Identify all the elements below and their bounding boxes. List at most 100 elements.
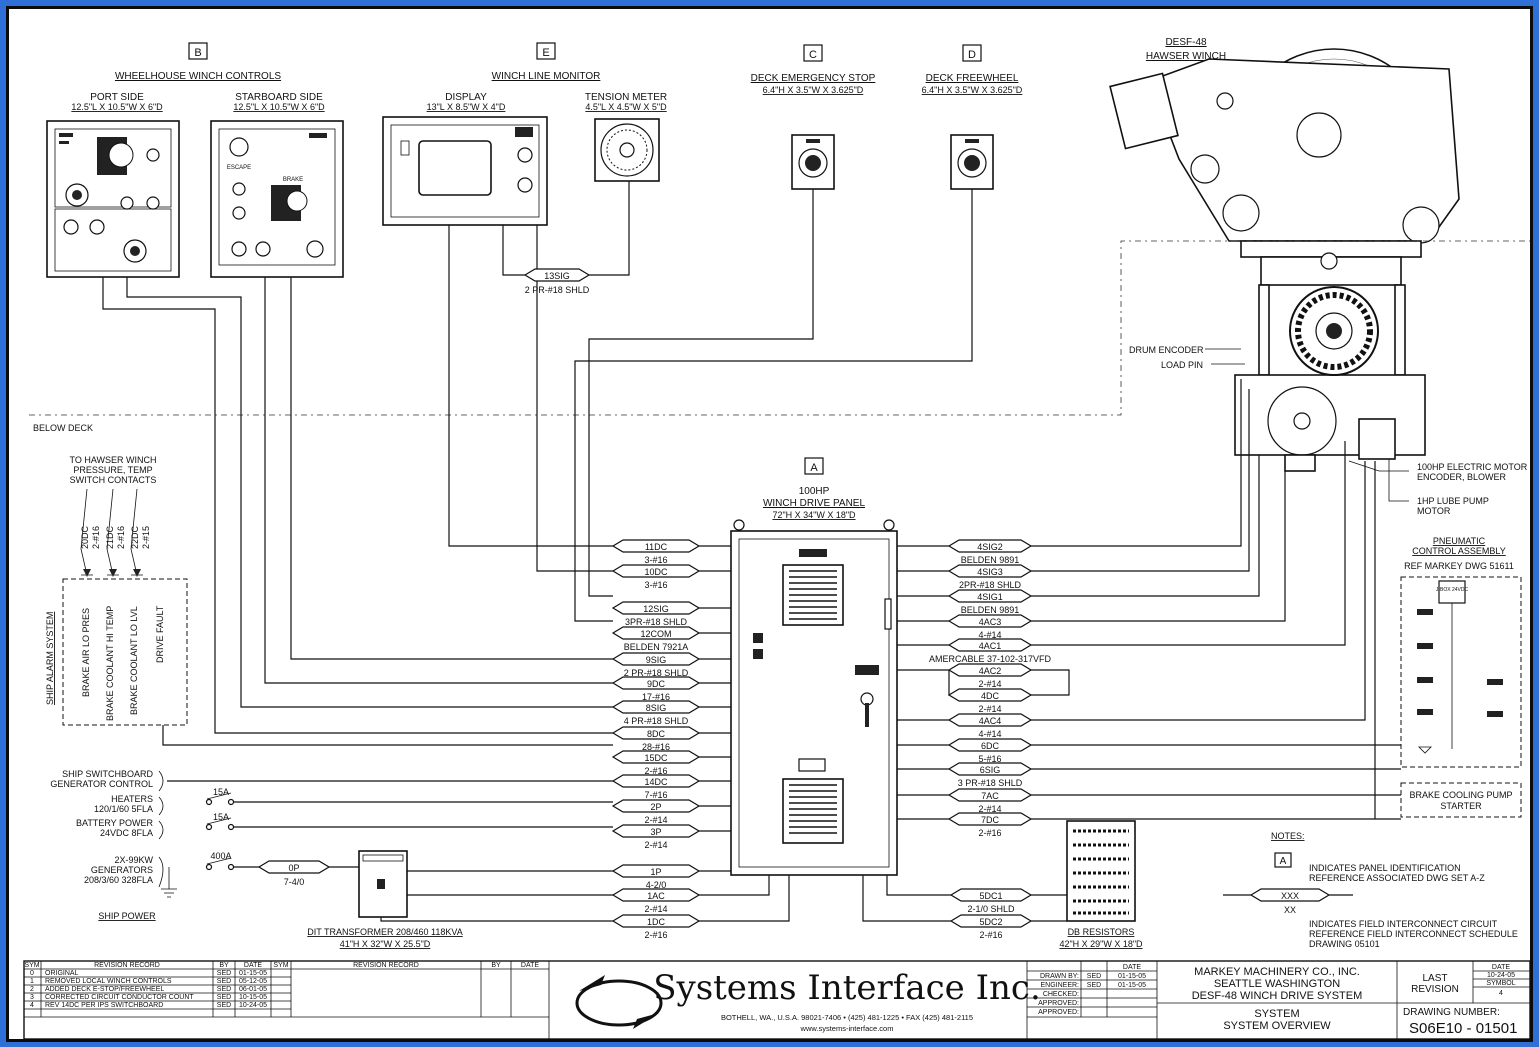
company-name: Systems Interface Inc. (653, 968, 1041, 1008)
right-cable-id: 4AC4 (979, 716, 1002, 726)
signoff-role: CHECKED: (1043, 991, 1079, 998)
heaters-label-1: HEATERS (111, 794, 153, 804)
last-revision-symbol: 4 (1499, 990, 1503, 997)
db-cable-tag-shape (949, 914, 1033, 928)
transformer-dims: 41"H X 32"W X 25.5"D (340, 939, 431, 949)
notes-cable-desc: XX (1284, 905, 1296, 915)
emergency-stop-icon (805, 155, 821, 171)
left-cable-id: 10DC (644, 567, 668, 577)
signoff-role: DRAWN BY: (1040, 973, 1079, 980)
left-cable-desc: 4-2/0 (646, 880, 667, 890)
pneumatic-title-1: PNEUMATIC (1433, 536, 1486, 546)
notes-cable-tag: XXX (1281, 891, 1299, 901)
revision-header: DATE (521, 962, 539, 969)
brake-label: BRAKE (283, 177, 303, 183)
wire-22dc: 22DC (130, 525, 140, 549)
right-cable-tag-shape (947, 614, 1033, 628)
left-cable-tag-shape (611, 626, 701, 640)
left-cable-tag-shape (611, 539, 701, 553)
switchboard-label-2: GENERATOR CONTROL (50, 779, 153, 789)
revision-date: 01-15-05 (239, 970, 267, 977)
left-cable-tag-shape (611, 914, 701, 928)
client-line-3: DESF-48 WINCH DRIVE SYSTEM (1192, 990, 1363, 1002)
pneumatic-title-2: CONTROL ASSEMBLY (1412, 546, 1506, 556)
left-cable-id: 15DC (644, 753, 668, 763)
left-cable-id: 8DC (647, 729, 666, 739)
right-cable-desc: 2-#14 (978, 704, 1001, 714)
generator-label-2: GENERATORS (91, 865, 153, 875)
right-cable-desc: 4-#14 (978, 630, 1001, 640)
escape-button-icon (229, 137, 249, 157)
wire-22dc-size: 2-#15 (141, 526, 151, 549)
battery-label-1: BATTERY POWER (76, 818, 154, 828)
transformer-title: DIT TRANSFORMER 208/460 118KVA (307, 927, 462, 937)
left-cable-id: 9SIG (646, 655, 667, 665)
revision-desc: ORIGINAL (45, 970, 79, 977)
left-cable-tag-shape (611, 774, 701, 788)
starboard-side-dims: 12.5"L X 10.5"W X 6"D (233, 102, 325, 112)
signoff-initials: SED (1087, 982, 1101, 989)
right-cable-desc: BELDEN 9891 (961, 605, 1020, 615)
alarm-system-title: SHIP ALARM SYSTEM (45, 612, 55, 705)
last-revision-label-2: REVISION (1411, 984, 1459, 995)
panel-b-group: B WHEELHOUSE WINCH CONTROLS PORT SIDE 12… (46, 42, 344, 278)
left-cable-tag-shape (611, 750, 701, 764)
panel-d-group: D DECK FREEWHEEL 6.4"H X 3.5"W X 3.625"D (922, 44, 1023, 190)
db-resistors-dims: 42"H X 29"W X 18"D (1059, 939, 1143, 949)
panel-c-dims: 6.4"H X 3.5"W X 3.625"D (763, 85, 864, 95)
panel-b-id-box (188, 42, 208, 60)
panel-e-letter: E (542, 47, 549, 59)
panel-a-title-1: 100HP (799, 486, 830, 497)
starboard-side-label: STARBOARD SIDE (235, 92, 323, 103)
heaters-breaker: 15A (213, 787, 229, 797)
company-logo-icon (575, 975, 663, 1029)
revision-by: SED (217, 970, 231, 977)
revision-header: REVISION RECORD (94, 962, 160, 969)
hawser-winch-group: DESF-48 HAWSER WINCH DRUM ENCODER LOAD (1109, 37, 1528, 516)
pneumatic-assembly-box (1400, 576, 1522, 768)
tension-meter-dims: 4.5"L X 4.5"W X 5"D (585, 102, 667, 112)
alarm-signal-3: BRAKE COOLANT LO LVL (129, 606, 139, 715)
right-cable-tag-shape (947, 738, 1033, 752)
drawing-sheet: B WHEELHOUSE WINCH CONTROLS PORT SIDE 12… (6, 6, 1533, 1042)
right-cable-desc: 2-#14 (978, 679, 1001, 689)
right-cable-tag-shape (947, 663, 1033, 677)
right-cable-id: 4DC (981, 691, 1000, 701)
notes-title: NOTES: (1271, 831, 1305, 841)
right-cable-id: 6SIG (980, 765, 1001, 775)
alarm-header-3: SWITCH CONTACTS (70, 475, 157, 485)
freewheel-switch-icon (964, 155, 980, 171)
last-revision-date: 10-24-05 (1487, 972, 1515, 979)
db-cable-id: 5DC2 (979, 917, 1002, 927)
display-label: DISPLAY (445, 92, 487, 103)
drive-panel-group: A 100HP WINCH DRIVE PANEL 72"H X 34"W X … (730, 457, 898, 876)
indicator-light-icon (753, 633, 763, 643)
panel-e-group: E WINCH LINE MONITOR DISPLAY 13"L X 8.5"… (382, 42, 667, 226)
right-cable-id: 4SIG1 (977, 592, 1003, 602)
gauge-icon (619, 142, 635, 158)
signoff-date: 01-15-05 (1118, 973, 1146, 980)
left-cable-desc: 2-#16 (644, 766, 667, 776)
left-cable-tag-shape (611, 726, 701, 740)
signoff-date: 01-15-05 (1118, 982, 1146, 989)
left-cable-desc: 3-#16 (644, 580, 667, 590)
ship-power-label: SHIP POWER (98, 911, 156, 921)
heaters-label-2: 120/1/60 5FLA (94, 804, 153, 814)
tension-meter-label: TENSION METER (585, 92, 667, 103)
revision-header: DATE (244, 962, 262, 969)
right-cable-desc: 5-#16 (978, 754, 1001, 764)
client-line-2: SEATTLE WASHINGTON (1214, 978, 1340, 990)
right-cable-tag-shape (947, 589, 1033, 603)
panel-a-title-2: WINCH DRIVE PANEL (763, 498, 865, 509)
generator-label-3: 208/3/60 328FLA (84, 875, 153, 885)
alarm-system-box (62, 578, 188, 726)
revision-by: SED (217, 1002, 231, 1009)
left-cable-id: 11DC (645, 542, 668, 552)
left-cable-tag-shape (611, 864, 701, 878)
notes-line-3: INDICATES FIELD INTERCONNECT CIRCUIT (1309, 919, 1498, 929)
panel-c-letter: C (809, 49, 817, 61)
revision-header: BY (491, 962, 501, 969)
db-resistor-bank (1066, 820, 1136, 922)
right-cable-id: 4SIG3 (977, 567, 1003, 577)
